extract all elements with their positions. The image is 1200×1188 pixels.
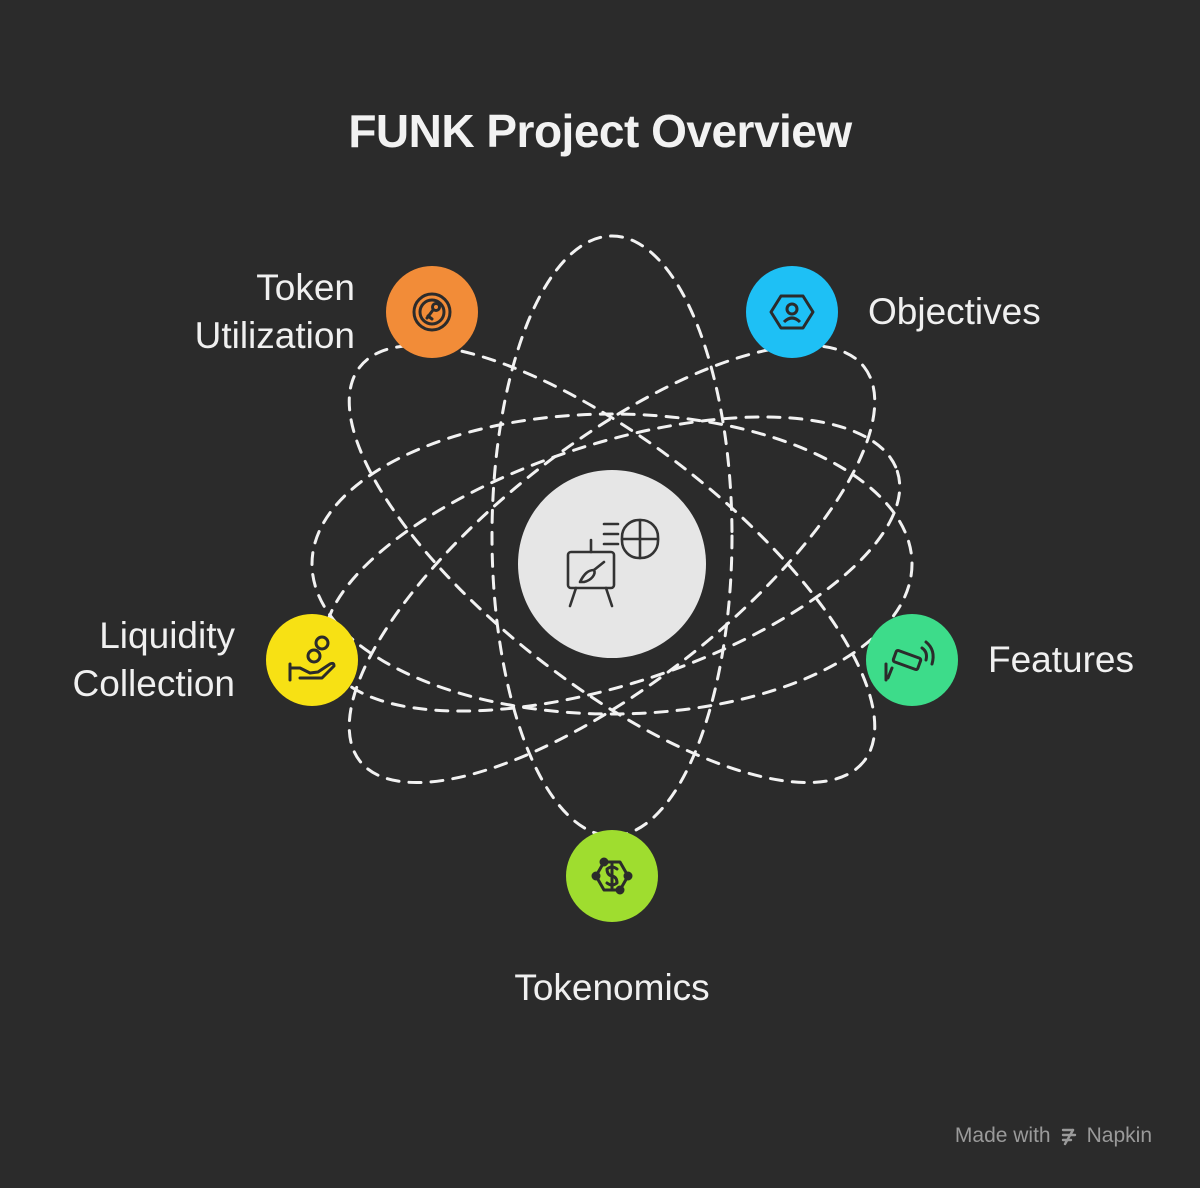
orbit-ellipse-diagonal-right xyxy=(347,343,877,785)
objectives-label: Objectives xyxy=(868,288,1041,336)
watermark-prefix: Made with xyxy=(954,1124,1051,1147)
liquidity-collection-line-1: Liquidity xyxy=(99,615,235,656)
features-node xyxy=(866,614,958,706)
token-utilization-line-2: Utilization xyxy=(194,315,355,356)
orbit-ellipse-horizontal xyxy=(310,412,914,716)
napkin-watermark[interactable]: Made with Napkin xyxy=(955,1124,1152,1148)
liquidity-collection-node xyxy=(266,614,358,706)
coin-key-icon xyxy=(412,292,452,332)
security-camera-icon xyxy=(884,640,935,682)
tokenomics-line-1: Tokenomics xyxy=(514,967,710,1008)
liquidity-collection-label: Liquidity Collection xyxy=(73,612,235,708)
watermark-brand: Napkin xyxy=(1086,1124,1152,1147)
features-line-1: Features xyxy=(988,639,1135,680)
hexagon-user-icon xyxy=(769,294,815,330)
objectives-node xyxy=(746,266,838,358)
orbit-ellipse-vertical xyxy=(490,234,734,838)
token-utilization-line-1: Token xyxy=(256,267,355,308)
hand-coins-icon xyxy=(288,635,336,682)
orbit-ellipse-diagonal-left xyxy=(347,343,877,785)
napkin-logo-icon xyxy=(1061,1128,1076,1146)
liquidity-collection-line-2: Collection xyxy=(72,663,235,704)
tokenomics-label: Tokenomics xyxy=(412,964,812,1012)
features-label: Features xyxy=(988,636,1134,684)
diagram-title: FUNK Project Overview xyxy=(348,105,852,157)
easel-paintbrush-and-mouse-icon xyxy=(566,518,660,608)
objectives-line-1: Objectives xyxy=(868,291,1041,332)
center-hub xyxy=(518,470,706,658)
dollar-network-icon xyxy=(591,857,633,895)
token-utilization-label: Token Utilization xyxy=(195,264,355,360)
